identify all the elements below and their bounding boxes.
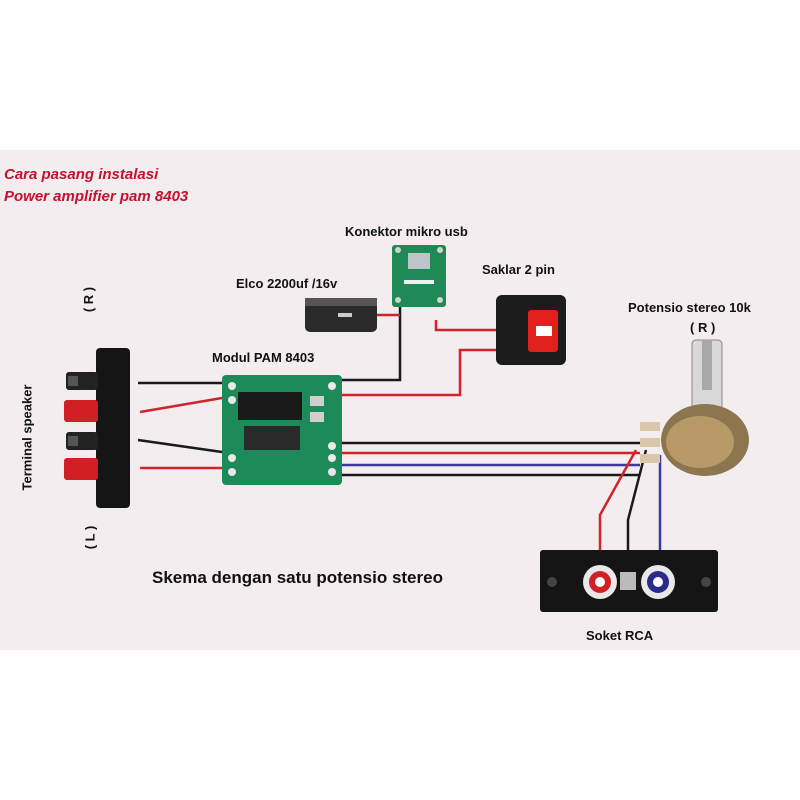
- label-terminal-speaker: Terminal speaker: [19, 384, 35, 491]
- label-potentiometer: Potensio stereo 10k: [628, 300, 751, 315]
- elco-capacitor: [305, 298, 377, 332]
- micro-usb-board: [392, 245, 446, 307]
- rca-socket: [540, 550, 718, 612]
- rocker-switch: [496, 295, 566, 365]
- speaker-terminal: [64, 348, 130, 508]
- title-line-1: Cara pasang instalasi: [4, 166, 159, 183]
- wire-speaker-l-black: [137, 438, 223, 454]
- label-rca-socket: Soket RCA: [586, 628, 654, 643]
- wire-usb-black: [340, 305, 402, 382]
- stereo-potentiometer: [640, 339, 749, 476]
- label-usb-connector: Konektor mikro usb: [345, 224, 468, 239]
- label-elco: Elco 2200uf /16v: [236, 276, 338, 291]
- wire-usb-red: [434, 320, 496, 332]
- wire-speaker-r-red: [139, 396, 223, 414]
- label-speaker-r: ( R ): [81, 286, 97, 313]
- label-switch: Saklar 2 pin: [482, 262, 555, 277]
- label-pot-r: ( R ): [690, 320, 716, 335]
- label-pam-module: Modul PAM 8403: [212, 350, 315, 365]
- label-speaker-l: ( L ): [82, 525, 98, 550]
- title-line-2: Power amplifier pam 8403: [4, 188, 189, 205]
- wiring-diagram: [64, 245, 749, 612]
- wire-switch-red: [342, 348, 496, 397]
- label-schema: Skema dengan satu potensio stereo: [152, 568, 443, 587]
- diagram-canvas: Cara pasang instalasi Power amplifier pa…: [0, 150, 800, 650]
- pam8403-module: [222, 375, 342, 485]
